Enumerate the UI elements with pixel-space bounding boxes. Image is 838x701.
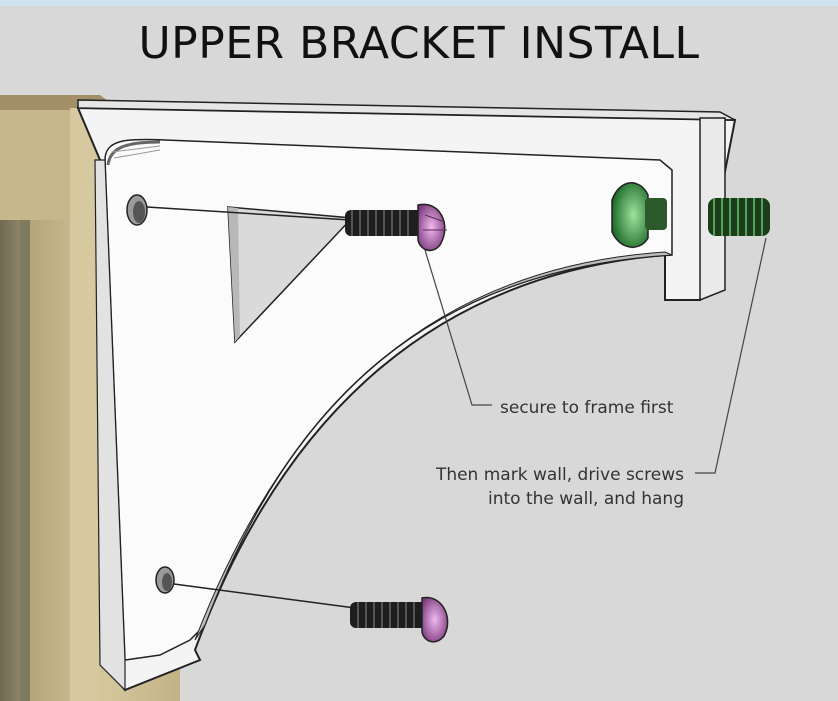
wall-callout-line-2: into the wall, and hang bbox=[488, 489, 684, 509]
frame-left-post-dark bbox=[0, 110, 20, 701]
upper-screw-guide bbox=[146, 206, 351, 221]
frame-callout-leader bbox=[424, 249, 492, 406]
wall-callout-leader bbox=[695, 237, 767, 474]
top-strip bbox=[0, 0, 838, 6]
frame-upper-board bbox=[0, 110, 80, 220]
upper-frame-screw bbox=[345, 203, 447, 252]
bracket-arc-edge bbox=[194, 251, 673, 641]
page-title: UPPER BRACKET INSTALL bbox=[138, 18, 700, 69]
lower-frame-screw bbox=[350, 596, 449, 643]
wall-callout-line-1: Then mark wall, drive screws bbox=[435, 465, 684, 485]
wall-callout: Then mark wall, drive screws into the wa… bbox=[400, 463, 684, 511]
frame-callout: secure to frame first bbox=[500, 398, 674, 418]
bracket-top-edge bbox=[77, 99, 736, 121]
lower-screw-guide bbox=[173, 583, 356, 609]
bracket-left-edge bbox=[94, 159, 126, 692]
wall-screw bbox=[611, 182, 770, 248]
bracket-corner-detail bbox=[106, 140, 161, 166]
